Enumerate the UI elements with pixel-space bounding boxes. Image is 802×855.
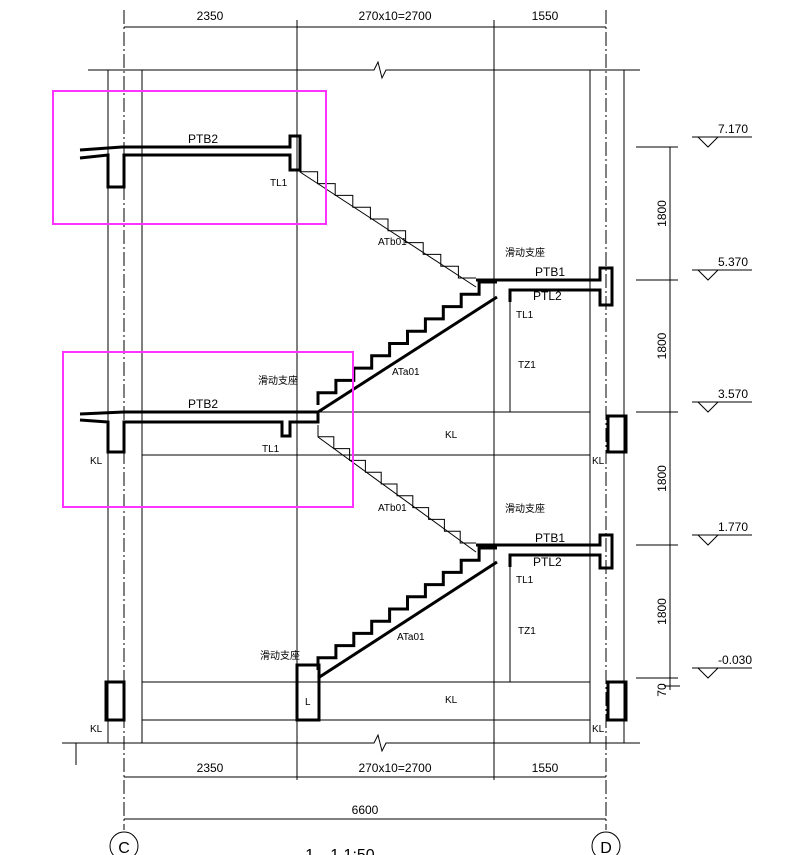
level-dim: 70 (655, 683, 669, 697)
label-ptb1-upper: PTB1 (535, 265, 565, 279)
label-atb01: ATb01 (378, 503, 407, 514)
level-dim: 1800 (655, 200, 669, 227)
label-ptl2-upper: PTL2 (533, 289, 562, 303)
label-tl1: TL1 (516, 575, 534, 586)
elevation-triangle-icon (697, 269, 720, 281)
flight-ata01-steps (316, 546, 497, 670)
top-dim-2: 270x10=2700 (358, 9, 431, 23)
flight-atb01-steps (317, 425, 476, 544)
stair-flights (299, 160, 498, 680)
label-l: L (305, 697, 311, 708)
axis-d-label: D (600, 840, 612, 855)
highlight-box-upper (52, 90, 327, 225)
bottom-dim-1: 2350 (197, 761, 224, 775)
elevation-label: -0.030 (718, 653, 752, 667)
axis-d-bubble (591, 831, 621, 855)
drawing-title: 1—1 1:50 (305, 847, 374, 855)
flight-ata01-soffit (317, 295, 498, 414)
label-tl1: TL1 (270, 178, 288, 189)
label-support: 滑动支座 (505, 502, 545, 515)
label-ata01: ATa01 (392, 367, 420, 378)
label-tl1: TL1 (516, 310, 534, 321)
label-ptb1-lower: PTB1 (535, 531, 565, 545)
level-dim: 1800 (655, 465, 669, 492)
level-dim: 1800 (655, 332, 669, 359)
label-ptl2-lower: PTL2 (533, 555, 562, 569)
label-kl: KL (90, 724, 103, 735)
elevation-label: 1.770 (718, 520, 748, 534)
elevation-triangle-icon (697, 401, 720, 413)
bottom-dim-3: 1550 (532, 761, 559, 775)
flight-ata01-steps (316, 280, 497, 405)
label-support: 滑动支座 (505, 246, 545, 259)
axis-c-bubble (109, 831, 139, 855)
label-atb01: ATb01 (378, 237, 407, 248)
label-tz1: TZ1 (518, 626, 536, 637)
flight-ata01-soffit (317, 560, 498, 680)
flight-atb01-soffit (317, 436, 477, 553)
kl-beams (142, 290, 590, 721)
label-kl: KL (90, 456, 103, 467)
label-kl: KL (592, 724, 605, 735)
elevation-triangle-icon (697, 534, 720, 546)
label-support: 滑动支座 (258, 374, 298, 387)
flight-atb01-steps (299, 160, 476, 279)
elevation-triangle-icon (697, 667, 720, 679)
label-tl1: TL1 (262, 444, 280, 455)
elevation-markers: 7.170 1800 5.370 1800 3.570 1800 1.770 1800 -0.0… (636, 122, 752, 697)
label-support: 滑动支座 (260, 649, 300, 662)
top-dim-1: 2350 (197, 9, 224, 23)
label-kl: KL (445, 430, 458, 441)
top-dim-3: 1550 (532, 9, 559, 23)
level-dim: 1800 (655, 598, 669, 625)
label-kl: KL (592, 456, 605, 467)
label-ata01: ATa01 (397, 632, 425, 643)
label-kl: KL (445, 695, 458, 706)
elevation-label: 5.370 (718, 255, 748, 269)
walls (62, 20, 640, 780)
flight-atb01-soffit (299, 171, 477, 288)
axis-c-label: C (118, 840, 130, 855)
elevation-triangle-icon (697, 136, 720, 148)
highlight-box-lower (62, 351, 354, 508)
elevation-label: 3.570 (718, 387, 748, 401)
label-tz1: TZ1 (518, 360, 536, 371)
label-ptb2-lower: PTB2 (188, 397, 218, 411)
elevation-label: 7.170 (718, 122, 748, 136)
total-dim: 6600 (352, 803, 379, 817)
label-ptb2-upper: PTB2 (188, 132, 218, 146)
bottom-dim-2: 270x10=2700 (358, 761, 431, 775)
